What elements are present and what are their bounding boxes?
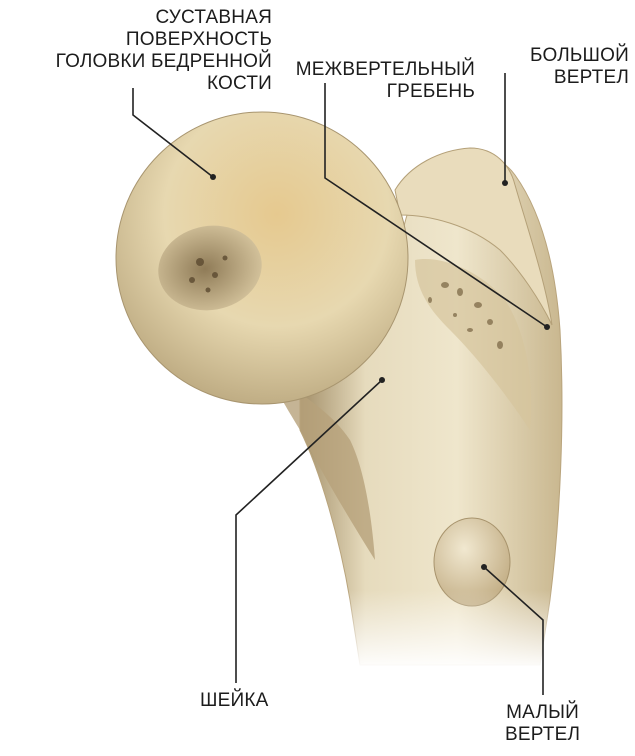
leader-dot-neck: [379, 377, 385, 383]
leader-dot-greater: [502, 180, 508, 186]
label-line: СУСТАВНАЯ: [56, 7, 272, 29]
label-line: ГРЕБЕНЬ: [296, 81, 475, 103]
label-head-articular-surface: СУСТАВНАЯ ПОВЕРХНОСТЬ ГОЛОВКИ БЕДРЕННОЙ …: [56, 7, 272, 95]
leader-dot-lesser: [481, 564, 487, 570]
label-line: МЕЖВЕРТЕЛЬНЫЙ: [296, 59, 475, 81]
label-line: БОЛЬШОЙ: [530, 45, 629, 67]
leader-dot-crest: [544, 324, 550, 330]
label-line: ШЕЙКА: [200, 690, 268, 712]
label-intertrochanteric-crest: МЕЖВЕРТЕЛЬНЫЙ ГРЕБЕНЬ: [296, 59, 475, 103]
leader-dot-head: [210, 174, 216, 180]
label-line: ПОВЕРХНОСТЬ: [56, 29, 272, 51]
label-line: ВЕРТЕЛ: [530, 67, 629, 89]
label-line: ВЕРТЕЛ: [505, 724, 580, 746]
label-greater-trochanter: БОЛЬШОЙ ВЕРТЕЛ: [530, 45, 629, 89]
label-line: ГОЛОВКИ БЕДРЕННОЙ: [56, 51, 272, 73]
femoral-head: [116, 112, 408, 404]
label-line: КОСТИ: [56, 73, 272, 95]
label-line: МАЛЫЙ: [505, 702, 580, 724]
label-lesser-trochanter: МАЛЫЙ ВЕРТЕЛ: [505, 702, 580, 746]
label-neck: ШЕЙКА: [200, 690, 268, 712]
shaft-fade: [330, 590, 570, 670]
